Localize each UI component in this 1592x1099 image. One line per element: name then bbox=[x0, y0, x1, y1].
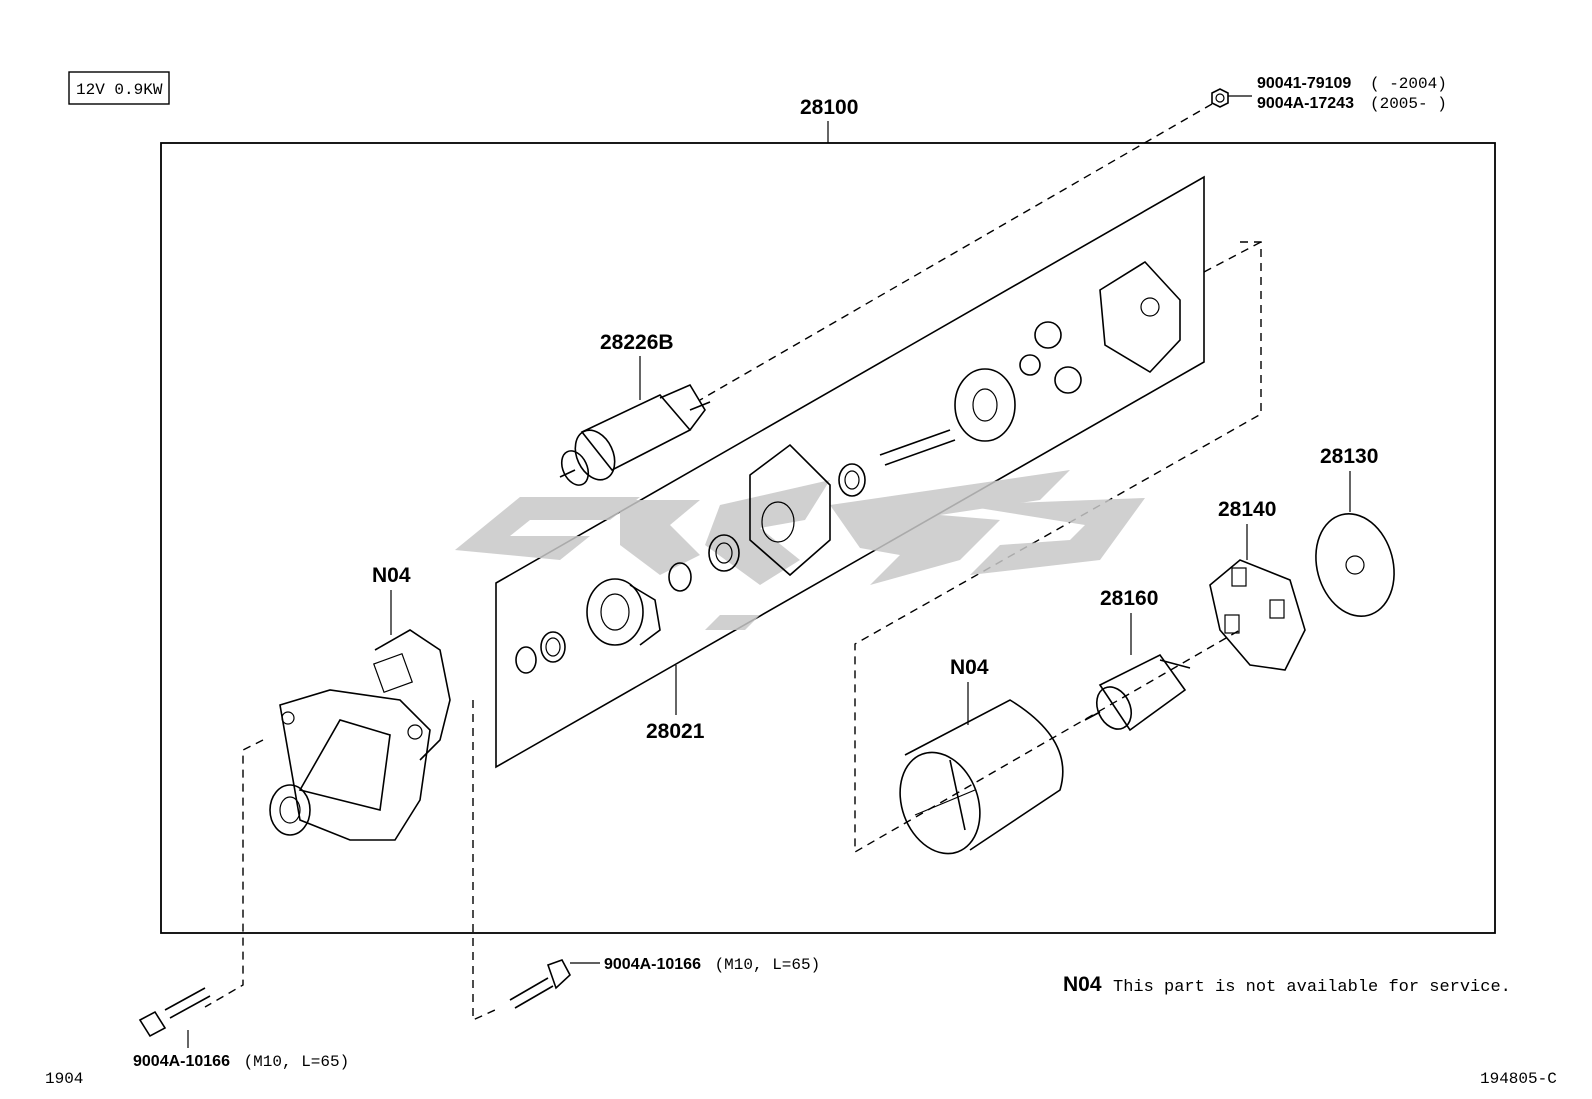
drive-kit-parts bbox=[515, 260, 1181, 674]
label-n04-front: N04 bbox=[372, 564, 411, 587]
assembly-label: 28100 bbox=[800, 96, 858, 119]
label-n04-yoke: N04 bbox=[950, 656, 989, 679]
note-text: This part is not available for service. bbox=[1113, 978, 1511, 997]
nut-icon bbox=[1211, 88, 1252, 108]
nut-callout: 90041-79109 ( -2004) 9004A-17243 (2005- … bbox=[1257, 75, 1447, 113]
bolt-left-icon bbox=[138, 987, 211, 1048]
nut-part-2: 9004A-17243 bbox=[1257, 95, 1354, 112]
note-code: N04 bbox=[1063, 973, 1102, 996]
armature-plate-part: 28130 bbox=[1315, 445, 1395, 617]
bolt-right-spec: (M10, L=65) bbox=[715, 956, 821, 974]
nut-range-2: (2005- ) bbox=[1370, 95, 1447, 113]
label-28226B: 28226B bbox=[600, 331, 674, 354]
label-28021: 28021 bbox=[646, 720, 705, 743]
assembly-frame bbox=[160, 142, 1496, 934]
availability-note: N04 This part is not available for servi… bbox=[1063, 973, 1511, 997]
nut-range-1: ( -2004) bbox=[1370, 75, 1447, 93]
bolt-right-part: 9004A-10166 bbox=[604, 956, 701, 973]
label-28160: 28160 bbox=[1100, 587, 1158, 610]
bolt-left-spec: (M10, L=65) bbox=[244, 1053, 350, 1071]
spec-label: 12V 0.9KW bbox=[76, 81, 163, 99]
nut-part-1: 90041-79109 bbox=[1257, 75, 1351, 92]
solenoid-part: 28226B bbox=[559, 331, 711, 486]
label-28130: 28130 bbox=[1320, 445, 1378, 468]
front-housing-part: N04 bbox=[269, 564, 451, 841]
drive-group-frame bbox=[495, 175, 1205, 769]
brush-holder-part: 28140 bbox=[1209, 498, 1306, 671]
bolt-right-callout: 9004A-10166 (M10, L=65) bbox=[604, 956, 820, 974]
bolt-left-part: 9004A-10166 bbox=[133, 1053, 230, 1070]
yoke-part: N04 bbox=[899, 656, 1064, 855]
bolt-left-callout: 9004A-10166 (M10, L=65) bbox=[133, 1053, 349, 1071]
bolt-right-icon bbox=[509, 959, 600, 1009]
spec-box: 12V 0.9KW bbox=[68, 71, 170, 105]
footer-left: 1904 bbox=[45, 1070, 83, 1088]
label-28140: 28140 bbox=[1218, 498, 1276, 521]
armature-part: 28160 bbox=[1084, 587, 1191, 732]
footer-right: 194805-C bbox=[1480, 1070, 1557, 1088]
watermark bbox=[455, 470, 1145, 630]
